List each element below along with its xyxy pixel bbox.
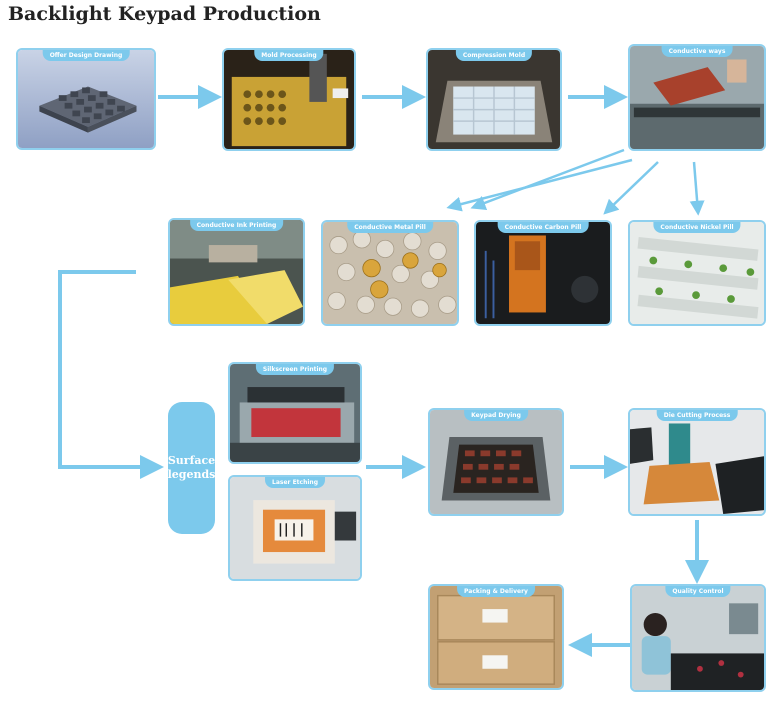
- conductive-ways-photo: [630, 46, 764, 149]
- step-label: Offer Design Drawing: [42, 50, 130, 61]
- arrow-to-surface-legends: [58, 270, 164, 479]
- step-label: Packing & Delivery: [457, 586, 535, 597]
- step-conductive-carbon-pill: Conductive Carbon Pill: [474, 220, 612, 326]
- step-packing-delivery: Packing & Delivery: [428, 584, 564, 690]
- surface-legends-badge: Surface legends: [168, 402, 215, 534]
- step-label: Conductive Carbon Pill: [497, 222, 589, 233]
- step-label: Compression Mold: [455, 50, 533, 61]
- quality-control-photo: [632, 586, 764, 690]
- ink-printing-photo: [170, 220, 303, 324]
- step-label: Conductive Metal Pill: [347, 222, 433, 233]
- arrow-to-ink-printing: [470, 148, 625, 211]
- step-label: Mold Processing: [254, 50, 324, 61]
- step-laser-etching: Laser Etching: [228, 475, 362, 581]
- step-label: Conductive ways: [661, 46, 733, 57]
- page-title: Backlight Keypad Production: [8, 3, 321, 25]
- step-label: Conductive Ink Printing: [189, 220, 284, 231]
- step-conductive-ways: Conductive ways: [628, 44, 766, 151]
- step-label: Die Cutting Process: [656, 410, 738, 421]
- step-label: Silkscreen Printing: [255, 364, 335, 375]
- silkscreen-photo: [230, 364, 360, 462]
- step-conductive-ink-printing: Conductive Ink Printing: [168, 218, 305, 326]
- step-label: Keypad Drying: [464, 410, 528, 421]
- step-compression-mold: Compression Mold: [426, 48, 562, 151]
- arrow-to-carbon-pill: [603, 161, 659, 215]
- metal-pill-photo: [323, 222, 457, 324]
- arrow-to-metal-pill: [446, 158, 633, 212]
- step-conductive-metal-pill: Conductive Metal Pill: [321, 220, 459, 326]
- arrow-to-nickel-pill: [689, 161, 705, 216]
- step-label: Conductive Nickel Pill: [653, 222, 741, 233]
- design-drawing-photo: [18, 50, 154, 148]
- carbon-pill-photo: [476, 222, 610, 324]
- step-die-cutting-process: Die Cutting Process: [628, 408, 766, 516]
- step-quality-control: Quality Control: [630, 584, 766, 692]
- nickel-pill-photo: [630, 222, 764, 324]
- compression-mold-photo: [428, 50, 560, 149]
- laser-etching-photo: [230, 477, 360, 579]
- step-conductive-nickel-pill: Conductive Nickel Pill: [628, 220, 766, 326]
- die-cutting-photo: [630, 410, 764, 514]
- step-mold-processing: Mold Processing: [222, 48, 356, 151]
- mold-processing-photo: [224, 50, 354, 149]
- keypad-drying-photo: [430, 410, 562, 514]
- step-offer-design-drawing: Offer Design Drawing: [16, 48, 156, 150]
- step-keypad-drying: Keypad Drying: [428, 408, 564, 516]
- surface-legends-text: Surface legends: [167, 454, 216, 481]
- step-label: Laser Etching: [265, 477, 325, 488]
- step-label: Quality Control: [665, 586, 731, 597]
- packing-delivery-photo: [430, 586, 562, 688]
- step-silkscreen-printing: Silkscreen Printing: [228, 362, 362, 464]
